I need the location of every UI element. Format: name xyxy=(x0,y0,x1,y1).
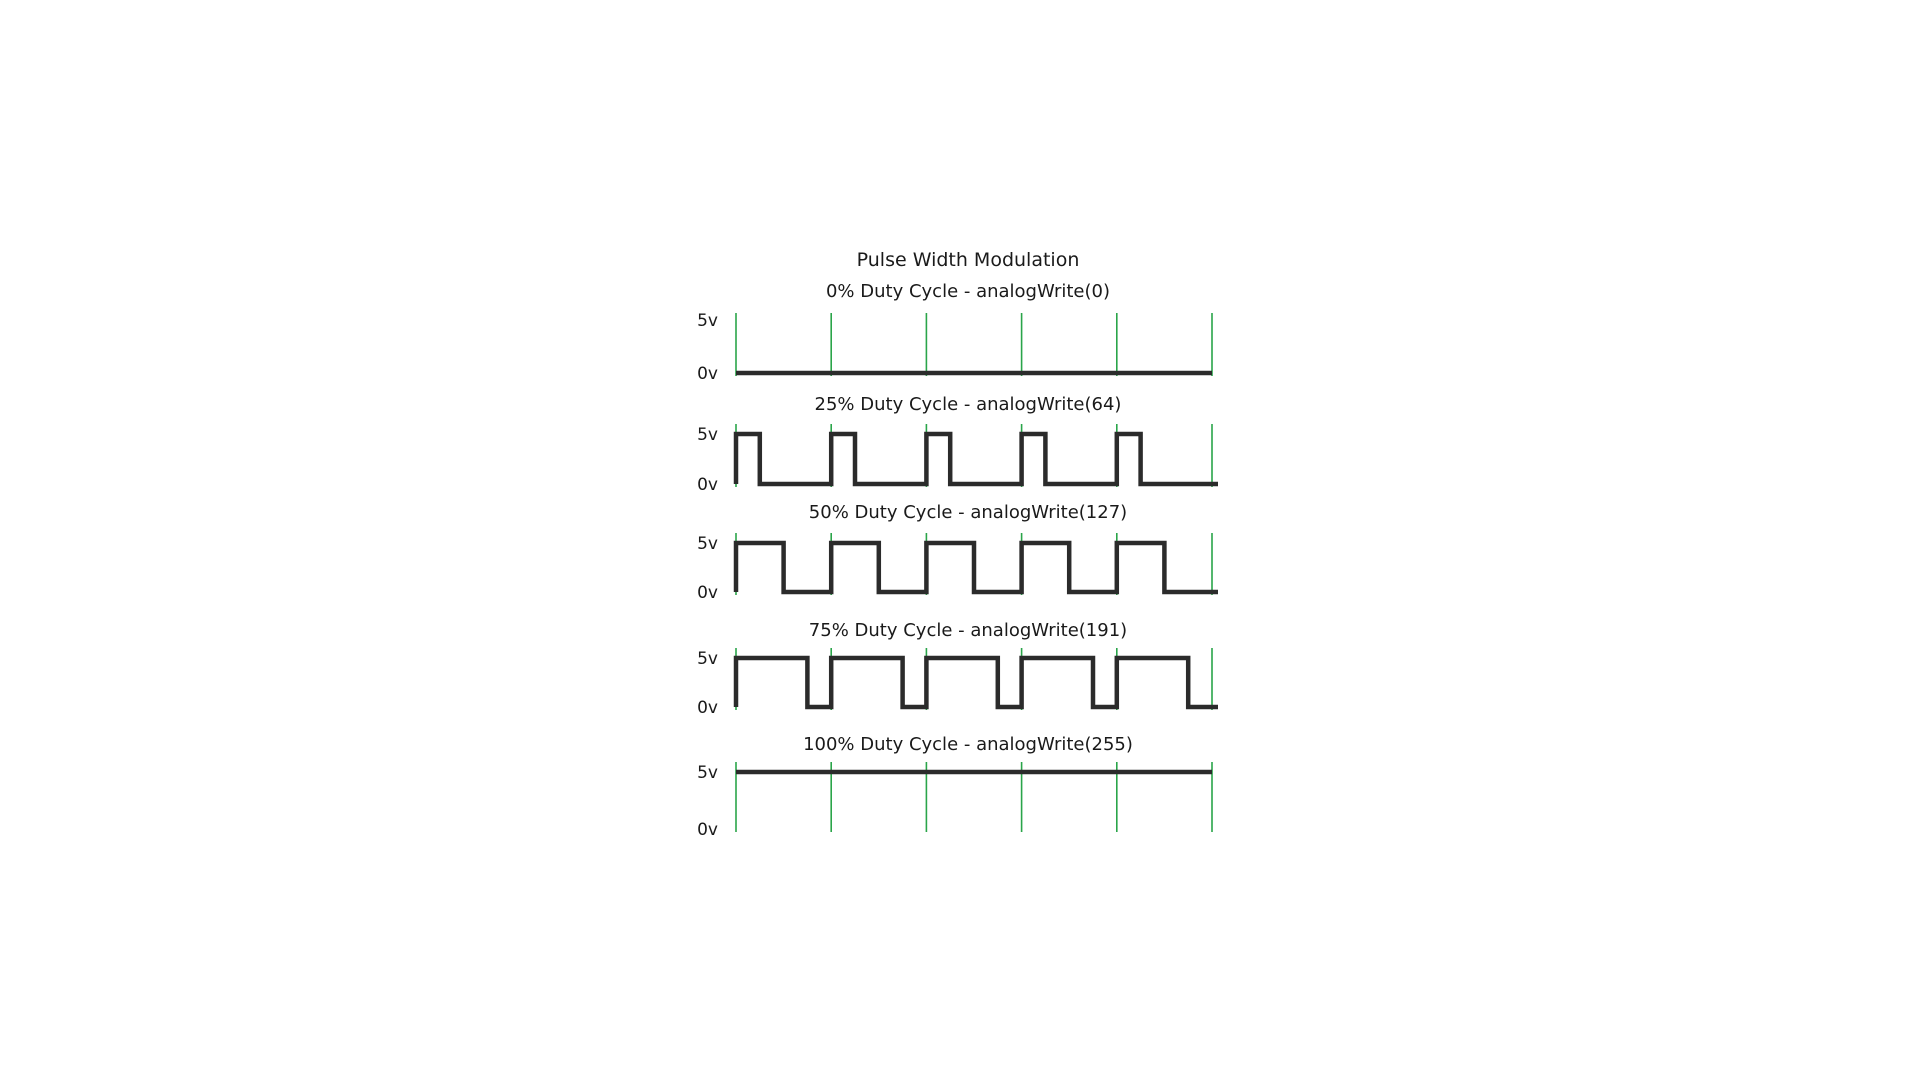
waveform-signal xyxy=(733,540,1218,595)
waveform-signal xyxy=(733,431,1218,487)
waveform-panel: 50% Duty Cycle - analogWrite(127) 5v 0v xyxy=(697,502,1218,603)
waveform-signal xyxy=(733,655,1218,710)
high-voltage-label: 5v xyxy=(697,425,718,445)
high-voltage-label: 5v xyxy=(697,534,718,554)
waveform-label: 25% Duty Cycle - analogWrite(64) xyxy=(815,394,1122,415)
waveform-label: 100% Duty Cycle - analogWrite(255) xyxy=(803,734,1133,755)
waveform-label: 75% Duty Cycle - analogWrite(191) xyxy=(809,620,1127,641)
low-voltage-label: 0v xyxy=(697,820,718,840)
low-voltage-label: 0v xyxy=(697,364,718,384)
high-voltage-label: 5v xyxy=(697,649,718,669)
waveform-label: 50% Duty Cycle - analogWrite(127) xyxy=(809,502,1127,523)
waveform-panel: 100% Duty Cycle - analogWrite(255) 5v 0v xyxy=(697,734,1213,840)
diagram-title: Pulse Width Modulation xyxy=(857,249,1080,271)
low-voltage-label: 0v xyxy=(697,475,718,495)
low-voltage-label: 0v xyxy=(697,583,718,603)
waveform-panel: 75% Duty Cycle - analogWrite(191) 5v 0v xyxy=(697,620,1218,718)
waveform-label: 0% Duty Cycle - analogWrite(0) xyxy=(826,281,1110,302)
waveform-panel: 0% Duty Cycle - analogWrite(0) 5v 0v xyxy=(697,281,1213,384)
low-voltage-label: 0v xyxy=(697,698,718,718)
high-voltage-label: 5v xyxy=(697,763,718,783)
waveform-panel: 25% Duty Cycle - analogWrite(64) 5v 0v xyxy=(697,394,1218,495)
high-voltage-label: 5v xyxy=(697,311,718,331)
